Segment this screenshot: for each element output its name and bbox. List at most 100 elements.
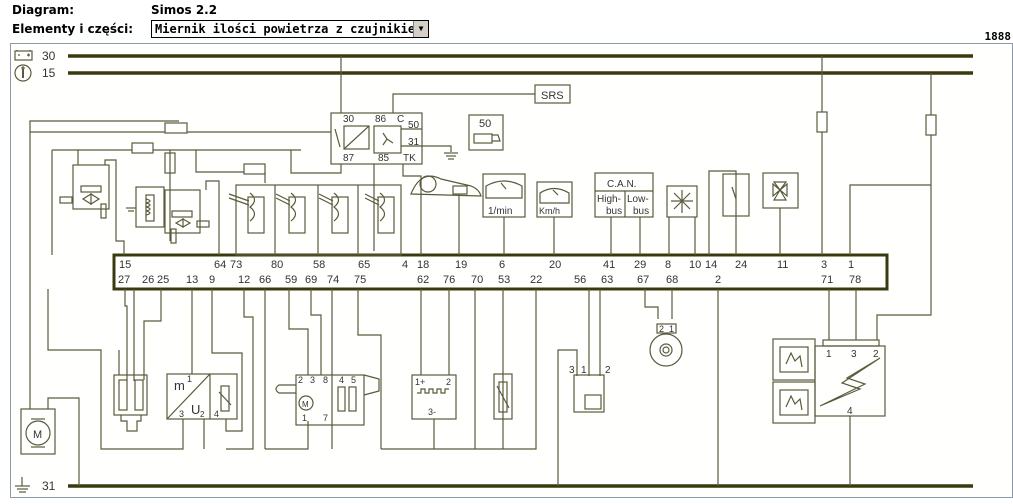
- maf-pin-4: 4: [214, 409, 219, 419]
- maf-u-sub: 2: [200, 410, 205, 419]
- hall-sensor: [411, 289, 457, 449]
- relay-pin-87: 87: [343, 153, 355, 164]
- speedometer: [536, 181, 573, 255]
- connector-pin-56: 56: [574, 274, 586, 286]
- connector-pin-64: 64: [214, 259, 226, 271]
- maf-u: U: [191, 402, 200, 417]
- coolant-temp-sensor: [381, 289, 537, 450]
- starter-motor: [468, 114, 504, 151]
- connector-pin-26: 26: [142, 274, 154, 286]
- connector-pin-73: 73: [230, 259, 242, 271]
- throttle-pin-5: 5: [351, 375, 356, 385]
- connector-pin-9: 9: [209, 274, 215, 286]
- connector-pin-70: 70: [471, 274, 483, 286]
- ecu-connector: [112, 253, 889, 291]
- injector-3: [317, 185, 349, 255]
- rail-15-label: 15: [42, 66, 56, 80]
- tachometer-label: 1/min: [488, 206, 512, 217]
- throttle-motor-label: M: [302, 400, 309, 409]
- connector-pin-66: 66: [259, 274, 271, 286]
- throttle-body: [264, 289, 382, 450]
- coil-pin-1: 1: [826, 349, 832, 360]
- srs-module: [392, 84, 571, 113]
- connector-pin-11: 11: [777, 259, 788, 271]
- can-low-1: Low-: [627, 194, 649, 205]
- rail-30-label: 30: [42, 49, 56, 63]
- connector-pin-80: 80: [271, 259, 283, 271]
- radiator-fan-motor: [20, 120, 179, 486]
- rail-31-label: 31: [42, 479, 56, 493]
- ground-icon: [422, 145, 458, 160]
- connector-pin-8: 8: [665, 259, 671, 271]
- srs-label: SRS: [541, 90, 564, 102]
- elements-select[interactable]: Miernik ilości powietrza z czujnikiem te…: [151, 20, 429, 38]
- throttle-pin-2: 2: [298, 375, 303, 385]
- diagram-name: Simos 2.2: [151, 3, 218, 17]
- hall-pin-2: 2: [446, 377, 451, 387]
- tachometer: [482, 173, 526, 255]
- connector-pin-58: 58: [313, 259, 325, 271]
- connector-pin-62: 62: [417, 274, 429, 286]
- can-high-2: bus: [606, 206, 622, 217]
- lambda-sensor: [644, 289, 683, 367]
- relay-pin-31: 31: [408, 137, 420, 148]
- injector-2: [274, 185, 306, 255]
- knock-sensor: [557, 289, 605, 486]
- connector-pin-69: 69: [305, 274, 317, 286]
- connector-pin-75: 75: [354, 274, 366, 286]
- connector-pin-65: 65: [358, 259, 370, 271]
- connector-pin-19: 19: [455, 259, 467, 271]
- connector-pin-6: 6: [499, 259, 505, 271]
- connector-pin-67: 67: [637, 274, 649, 286]
- connector-pin-27: 27: [118, 274, 130, 286]
- immobilizer-display: [410, 175, 482, 255]
- connector-pin-76: 76: [443, 274, 455, 286]
- diagram-label: Diagram:: [12, 3, 75, 17]
- maf-m: m: [174, 378, 185, 393]
- lambda-pin-1: 1: [669, 324, 674, 334]
- diagram-number: 1888: [984, 30, 1012, 43]
- solenoid-valve: [113, 289, 162, 432]
- maf-pin-3: 3: [179, 409, 184, 419]
- fuel-injector-circuit: [30, 122, 331, 255]
- fuse-right-1: [816, 56, 828, 255]
- hall-pin-3: 3-: [428, 407, 436, 417]
- relay-pin-50: 50: [408, 120, 420, 131]
- relay-pin-30: 30: [343, 114, 355, 125]
- throttle-pin-3: 3: [310, 375, 315, 385]
- can-high-1: High-: [597, 194, 621, 205]
- ignition-key-icon: [14, 64, 32, 82]
- fuse-right-2: [849, 73, 937, 340]
- connector-pin-15: 15: [119, 259, 131, 271]
- elements-label: Elementy i części:: [12, 22, 134, 36]
- relay-pin-tk: TK: [403, 153, 416, 164]
- connector-pin-13: 13: [186, 274, 198, 286]
- fuel-pump-relay: [330, 112, 423, 165]
- ground-icon: [15, 477, 30, 493]
- chevron-down-icon[interactable]: ▼: [413, 21, 428, 37]
- connector-pin-14: 14: [705, 259, 717, 271]
- fan-motor-label: M: [33, 429, 42, 441]
- ignition-coil: [772, 289, 886, 486]
- injector-1: [228, 163, 402, 256]
- injector-4: [357, 185, 395, 255]
- connector-pin-3: 3: [821, 259, 827, 271]
- can-title: C.A.N.: [607, 179, 636, 190]
- connector-pin-68: 68: [666, 274, 678, 286]
- connector-pin-12: 12: [238, 274, 250, 286]
- connector-pin-78: 78: [849, 274, 861, 286]
- throttle-pin-7: 7: [323, 413, 328, 423]
- connector-pin-4: 4: [402, 259, 408, 271]
- coil-pin-3: 3: [851, 349, 857, 360]
- coil-pin-4: 4: [847, 406, 853, 417]
- connector-pin-18: 18: [417, 259, 429, 271]
- throttle-pin-1: 1: [302, 413, 307, 423]
- brake-switch: [708, 170, 750, 255]
- battery-icon: [14, 50, 33, 61]
- air-mass-meter: [47, 289, 254, 450]
- connector-pin-1: 1: [848, 259, 854, 271]
- fan-icon: [762, 172, 799, 255]
- connector-pin-41: 41: [603, 259, 615, 271]
- connector-pin-63: 63: [601, 274, 613, 286]
